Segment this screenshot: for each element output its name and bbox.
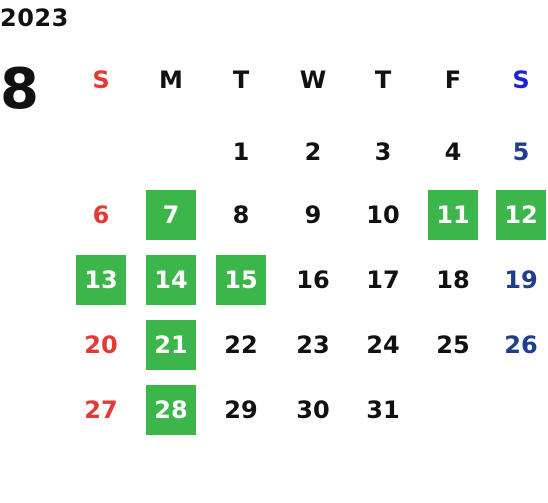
- day-14[interactable]: 14: [146, 255, 196, 305]
- year-label: 2023: [0, 4, 69, 32]
- weekday-wed: W: [299, 66, 327, 94]
- day-2[interactable]: 2: [304, 138, 322, 166]
- day-28[interactable]: 28: [146, 385, 196, 435]
- day-4[interactable]: 4: [444, 138, 462, 166]
- day-3[interactable]: 3: [374, 138, 392, 166]
- weekday-fri: F: [444, 66, 462, 94]
- day-19[interactable]: 19: [504, 266, 538, 294]
- day-6[interactable]: 6: [92, 201, 110, 229]
- day-7[interactable]: 7: [146, 190, 196, 240]
- day-26[interactable]: 26: [504, 331, 538, 359]
- day-29[interactable]: 29: [224, 396, 258, 424]
- day-21[interactable]: 21: [146, 320, 196, 370]
- day-15[interactable]: 15: [216, 255, 266, 305]
- day-30[interactable]: 30: [296, 396, 330, 424]
- month-label: 8: [0, 57, 39, 122]
- day-25[interactable]: 25: [436, 331, 470, 359]
- day-11[interactable]: 11: [428, 190, 478, 240]
- day-9[interactable]: 9: [304, 201, 322, 229]
- day-20[interactable]: 20: [84, 331, 118, 359]
- day-23[interactable]: 23: [296, 331, 330, 359]
- day-1[interactable]: 1: [232, 138, 250, 166]
- weekday-mon: M: [159, 66, 183, 94]
- weekday-sun: S: [92, 66, 110, 94]
- day-18[interactable]: 18: [436, 266, 470, 294]
- weekday-tue: T: [232, 66, 250, 94]
- day-22[interactable]: 22: [224, 331, 258, 359]
- day-5[interactable]: 5: [512, 138, 530, 166]
- day-16[interactable]: 16: [296, 266, 330, 294]
- day-24[interactable]: 24: [366, 331, 400, 359]
- weekday-thu: T: [374, 66, 392, 94]
- day-13[interactable]: 13: [76, 255, 126, 305]
- weekday-sat: S: [512, 66, 530, 94]
- day-12[interactable]: 12: [496, 190, 546, 240]
- day-10[interactable]: 10: [366, 201, 400, 229]
- day-8[interactable]: 8: [232, 201, 250, 229]
- day-17[interactable]: 17: [366, 266, 400, 294]
- day-27[interactable]: 27: [84, 396, 118, 424]
- day-31[interactable]: 31: [366, 396, 400, 424]
